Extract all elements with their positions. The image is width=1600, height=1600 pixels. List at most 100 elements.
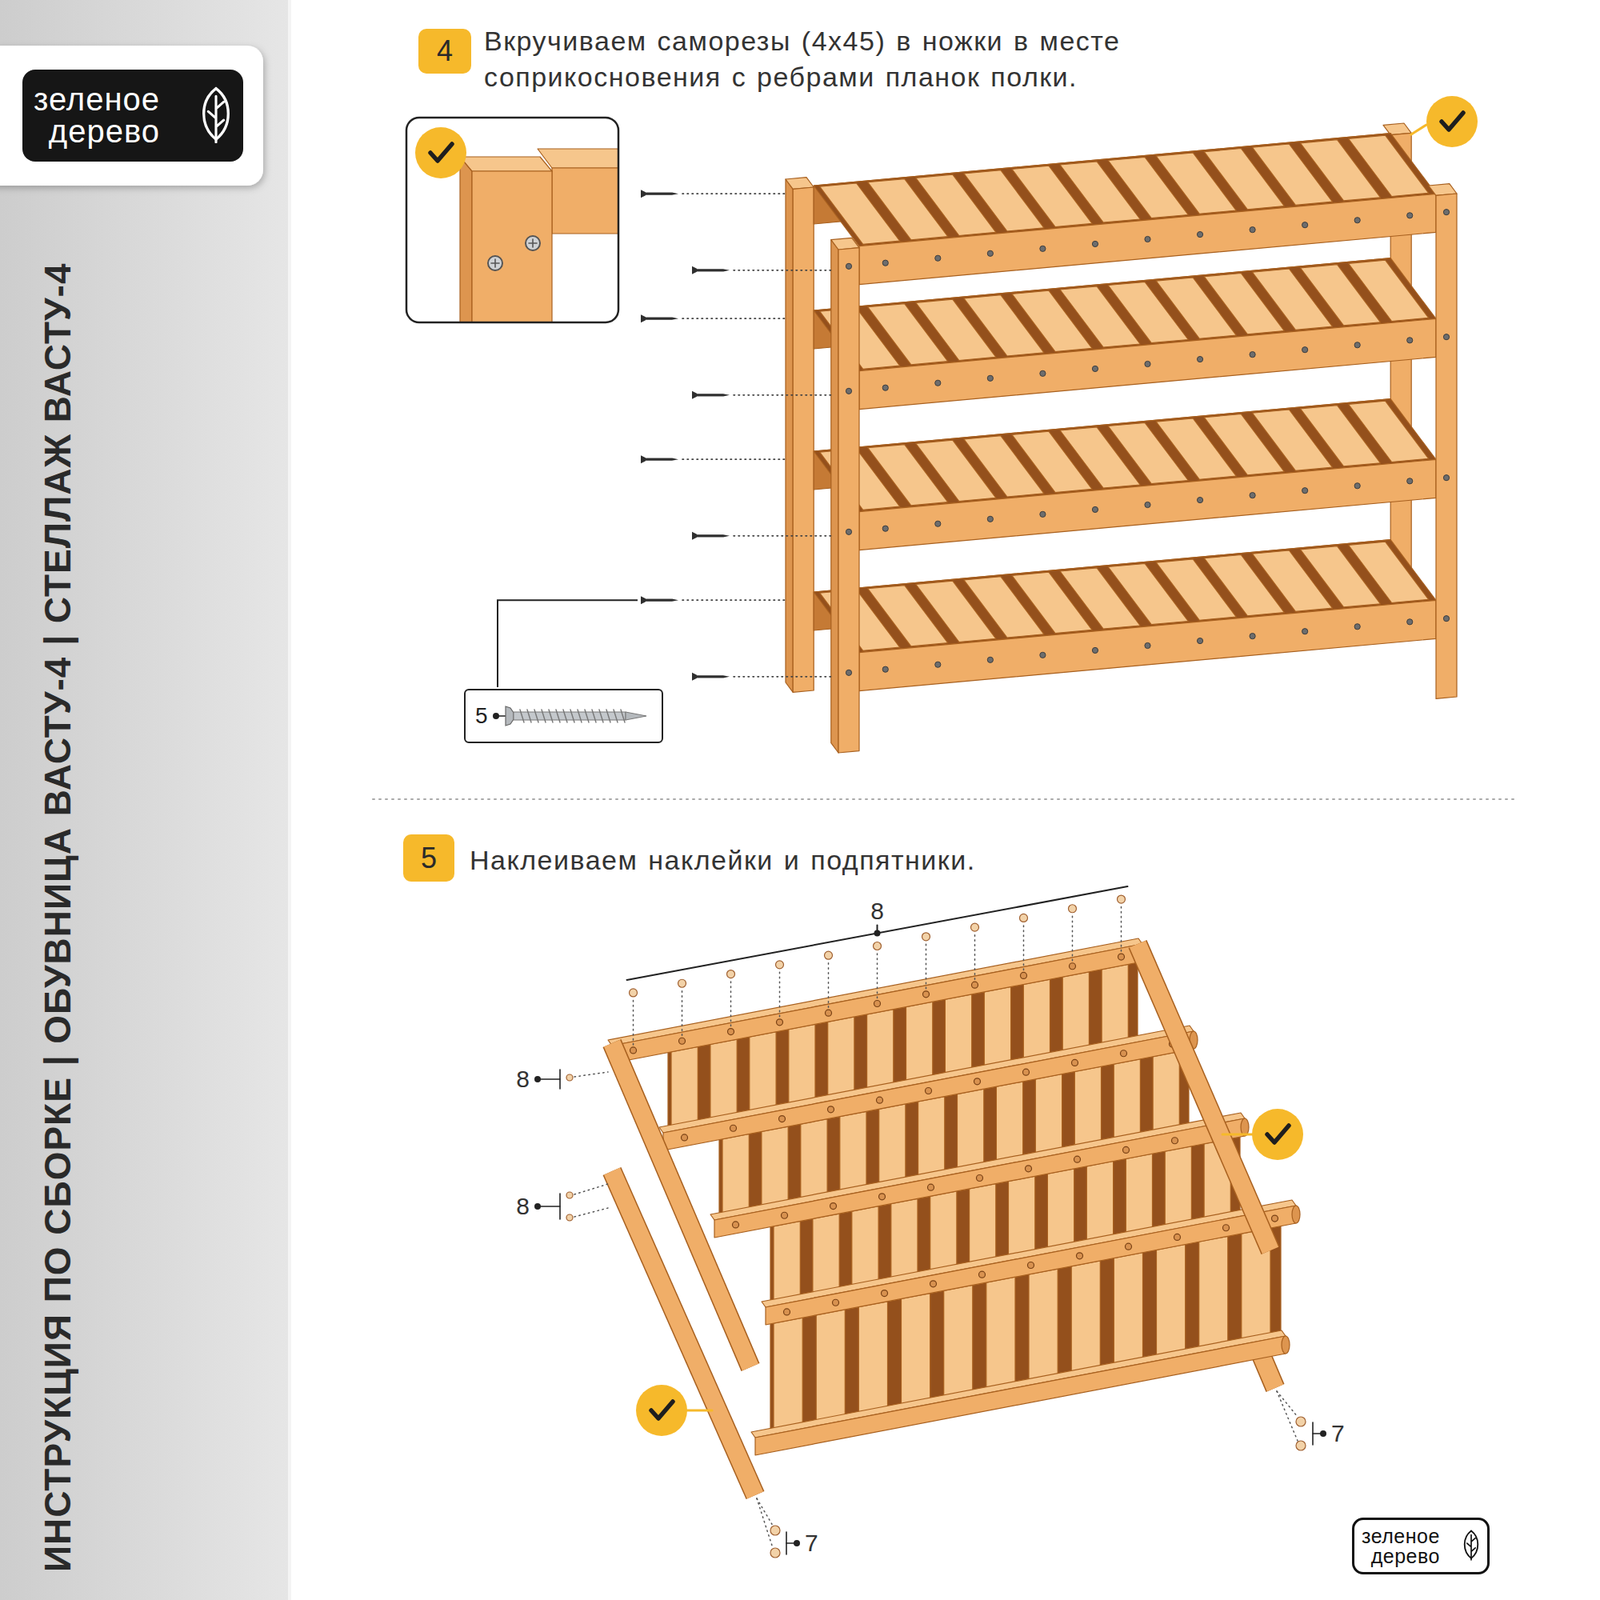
sticker-hole — [776, 1019, 784, 1026]
screw-hole — [1407, 619, 1413, 625]
plank — [944, 994, 972, 1080]
screw-shank — [645, 458, 672, 461]
leg-face — [792, 187, 814, 692]
sticker-hole — [881, 1290, 888, 1297]
callout-stem — [537, 1205, 560, 1208]
leader-line — [681, 988, 684, 1036]
part-callout-box: 5 — [464, 688, 664, 744]
sticker — [824, 951, 833, 960]
plank — [1101, 964, 1128, 1049]
check-mark — [651, 1401, 673, 1419]
plank — [1125, 1153, 1152, 1239]
sticker-hole — [730, 1124, 737, 1132]
sticker — [1116, 895, 1125, 904]
plank — [1062, 972, 1089, 1057]
leg-face — [838, 248, 860, 753]
screw-hole — [1092, 365, 1098, 372]
plank — [858, 1301, 888, 1418]
screw-hole — [1144, 360, 1151, 367]
plank — [1156, 1244, 1186, 1361]
sidebar-edge — [288, 0, 292, 1600]
screw-shank — [696, 268, 724, 272]
plank — [957, 1088, 984, 1174]
screw-hole — [1249, 352, 1256, 358]
plank — [1086, 1161, 1113, 1247]
sticker-hole — [1271, 1215, 1278, 1222]
screw-hole — [882, 666, 888, 672]
rail-top — [537, 148, 618, 168]
plank — [1008, 1176, 1036, 1261]
plank — [828, 1016, 855, 1102]
screw-shank — [645, 192, 672, 196]
sticker-hole — [925, 1088, 932, 1095]
leader-line — [574, 1072, 608, 1077]
leader-line — [574, 1184, 608, 1195]
sticker-hole — [1120, 1050, 1127, 1057]
callout-number: 8 — [516, 1194, 530, 1219]
screw-slot — [494, 259, 496, 268]
screw-hole — [845, 388, 852, 394]
screw-tip — [723, 534, 730, 537]
screw-thread — [613, 709, 618, 723]
check-badges — [415, 96, 1478, 1436]
sticker-hole — [732, 1221, 740, 1228]
rail-top — [710, 1112, 1245, 1220]
sticker-hole — [876, 1096, 884, 1104]
check-leader — [1222, 1133, 1252, 1136]
sticker — [566, 1192, 573, 1199]
screw-thread — [620, 709, 625, 723]
foot-pad — [770, 1548, 780, 1558]
leader-line — [574, 1208, 608, 1217]
plank — [852, 1206, 879, 1292]
check-leader — [687, 1409, 712, 1412]
screw-thread — [520, 709, 524, 723]
screw-icon — [692, 672, 730, 681]
sidebar — [0, 0, 292, 1600]
leader-line — [1276, 1391, 1298, 1417]
plank — [812, 1213, 840, 1299]
leader-line — [632, 998, 635, 1045]
step-number: 5 — [420, 844, 437, 873]
sticker — [1019, 913, 1028, 922]
screw-thread — [541, 709, 546, 723]
screw-hole — [1092, 647, 1098, 653]
screw-hole — [987, 250, 993, 256]
sticker — [921, 932, 930, 941]
step-instruction: Наклеиваем наклейки и подпятники. — [469, 842, 976, 879]
screw-tip — [625, 712, 647, 720]
screw-hole — [1302, 488, 1308, 494]
screw-tip — [672, 458, 679, 461]
screw-icon — [640, 189, 679, 198]
plank — [867, 1009, 894, 1095]
leader-line — [733, 394, 832, 396]
step-number: 4 — [436, 36, 453, 66]
screw-head — [692, 391, 697, 400]
leader-line — [733, 676, 832, 678]
rail-top — [659, 1025, 1194, 1133]
shelf-slat — [1348, 541, 1429, 603]
screw-hole — [987, 656, 993, 663]
callout-dot — [1320, 1430, 1327, 1437]
sticker-hole — [922, 991, 929, 998]
screw-hole — [1354, 483, 1360, 489]
leaf-icon — [196, 85, 236, 144]
sticker — [776, 960, 784, 969]
leader-line — [974, 932, 976, 980]
callout-number: 8 — [870, 899, 884, 924]
plank — [1023, 979, 1050, 1064]
leg-top — [460, 156, 552, 172]
side-board — [612, 1043, 751, 1368]
sticker-hole — [1071, 1059, 1078, 1066]
sticker — [678, 979, 687, 988]
leg-face — [472, 171, 552, 322]
sticker-hole — [1171, 1137, 1178, 1144]
bottom-rail — [755, 1336, 1286, 1456]
sticker-hole — [779, 1116, 786, 1123]
screw-head — [692, 672, 697, 681]
screw-hole — [1196, 231, 1203, 237]
callout-stem — [876, 925, 879, 934]
plank — [773, 1221, 800, 1307]
check-mark — [1267, 1125, 1289, 1143]
screw-icon — [640, 314, 679, 323]
